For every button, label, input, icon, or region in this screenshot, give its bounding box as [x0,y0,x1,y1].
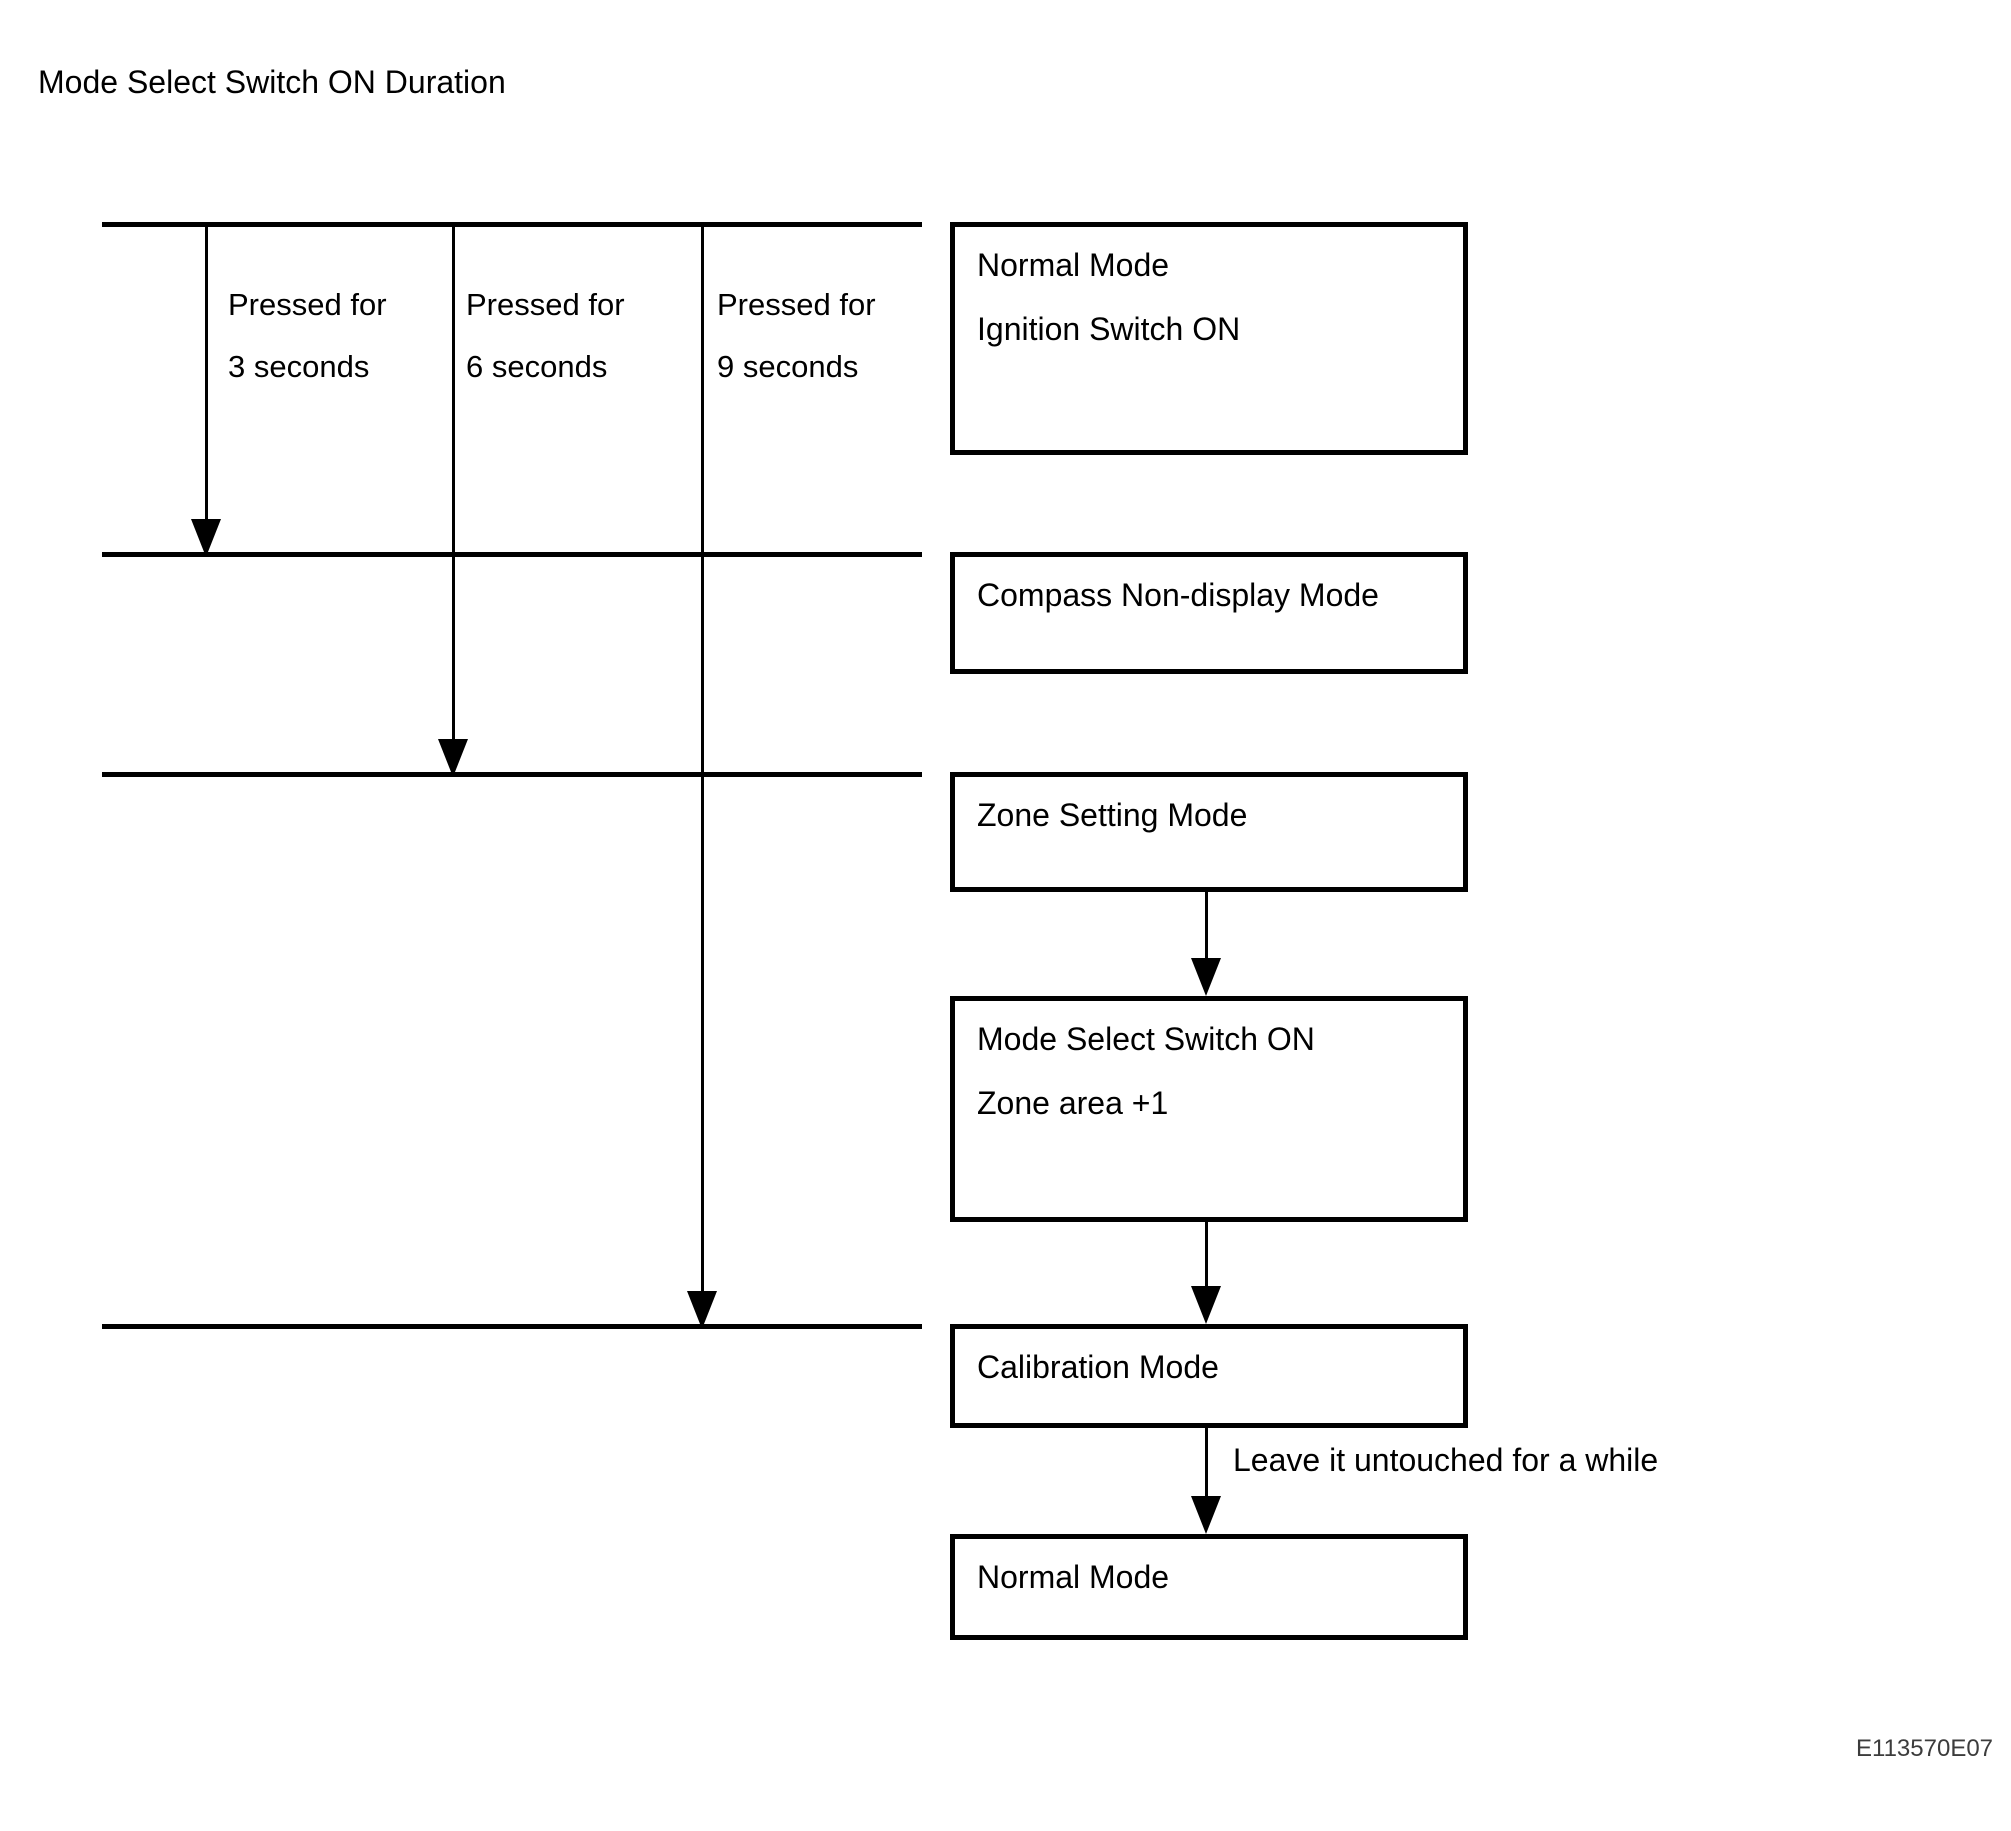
connector-calibration-to-normal [1205,1428,1208,1500]
box-compass-non-display-mode: Compass Non-display Mode [950,552,1468,674]
press-duration-label-line: Pressed for [717,287,876,322]
press-duration-label-line: Pressed for [466,287,625,322]
box-zone-setting-mode: Zone Setting Mode [950,772,1468,892]
press-duration-label-line: 3 seconds [228,349,370,384]
press-3s-line [205,224,208,523]
box-normal-mode-bottom: Normal Mode [950,1534,1468,1640]
box-text-line: Normal Mode [977,1559,1170,1595]
arrowhead-down-icon [1191,1286,1221,1324]
connector-zone-setting-to-mode-select [1205,892,1208,962]
box-text-line: Calibration Mode [977,1349,1219,1385]
arrowhead-down-icon [191,519,221,557]
arrowhead-down-icon [687,1291,717,1329]
press-duration-label-line: 9 seconds [717,349,859,384]
arrow-annotation: Leave it untouched for a while [1233,1442,1659,1478]
press-duration-label-line: 6 seconds [466,349,608,384]
box-mode-select-switch-on: Mode Select Switch ON Zone area +1 [950,996,1468,1222]
press-duration-label-6s: Pressed for 6 seconds [466,274,625,398]
arrowhead-down-icon [1191,958,1221,996]
press-duration-label-line: Pressed for [228,287,387,322]
connector-mode-select-to-calibration [1205,1222,1208,1290]
press-duration-label-9s: Pressed for 9 seconds [717,274,876,398]
level-rule-zone-setting [102,772,922,777]
arrowhead-down-icon [438,739,468,777]
figure-code: E113570E07 [1856,1735,1994,1762]
box-calibration-mode: Calibration Mode [950,1324,1468,1428]
arrowhead-down-icon [1191,1496,1221,1534]
press-9s-line [701,224,704,1295]
box-text-line: Zone area +1 [977,1085,1169,1121]
press-6s-line [452,224,455,743]
box-text-line: Ignition Switch ON [977,311,1241,347]
box-text-line: Mode Select Switch ON [977,1021,1315,1057]
level-rule-normal-mode [102,222,922,227]
box-normal-mode-top: Normal Mode Ignition Switch ON [950,222,1468,455]
page-title: Mode Select Switch ON Duration [38,64,506,100]
level-rule-compass-non-display [102,552,922,557]
box-text-line: Compass Non-display Mode [977,577,1379,613]
press-duration-label-3s: Pressed for 3 seconds [228,274,387,398]
box-text-line: Zone Setting Mode [977,797,1248,833]
box-text-line: Normal Mode [977,247,1170,283]
level-rule-calibration [102,1324,922,1329]
